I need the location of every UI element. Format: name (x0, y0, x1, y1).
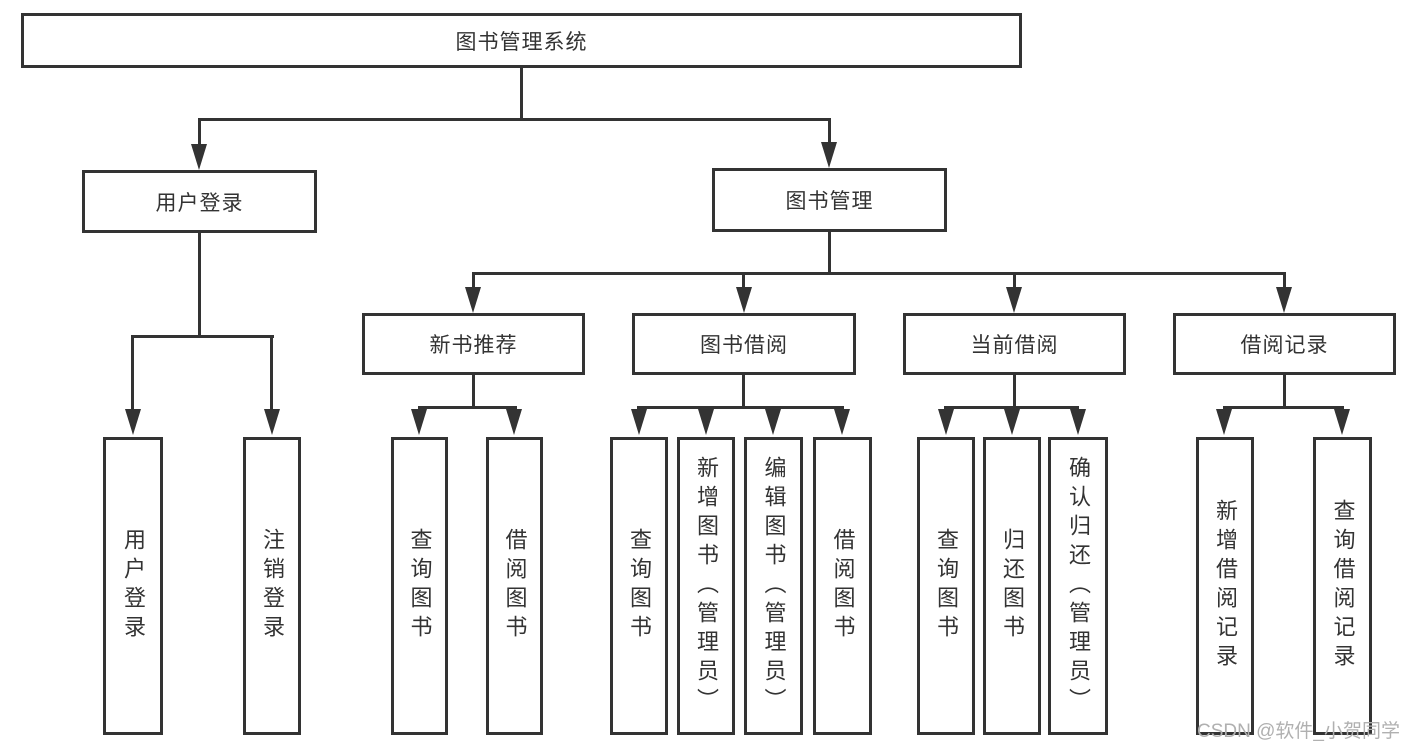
leaf-logout-label: 注销登录 (260, 528, 285, 644)
node-user-login: 用户登录 (82, 170, 317, 233)
leaf-cb-confirm-return-admin-label: 确认归还（管理员） (1066, 455, 1091, 717)
arrow-down-icon (191, 144, 207, 170)
arrow-down-icon (264, 409, 280, 435)
connector-line (198, 118, 201, 146)
connector-line (472, 272, 475, 289)
leaf-bb-edit-books-admin: 编辑图书（管理员） (744, 437, 803, 735)
node-new-book-recommend: 新书推荐 (362, 313, 585, 375)
connector-line (472, 375, 475, 409)
arrow-down-icon (765, 409, 781, 435)
leaf-cb-confirm-return-admin: 确认归还（管理员） (1048, 437, 1108, 735)
leaf-nb-borrow-books-label: 借阅图书 (502, 528, 528, 644)
connector-line (742, 375, 745, 409)
connector-line (742, 272, 745, 289)
leaf-bb-query-books: 查询图书 (610, 437, 668, 735)
node-user-login-label: 用户登录 (155, 191, 244, 215)
leaf-nb-borrow-books: 借阅图书 (486, 437, 543, 735)
connector-line (520, 67, 523, 121)
arrow-down-icon (736, 287, 752, 313)
leaf-nb-query-books: 查询图书 (391, 437, 448, 735)
arrow-down-icon (465, 287, 481, 313)
leaf-cb-return-books: 归还图书 (983, 437, 1041, 735)
connector-line (828, 232, 831, 275)
leaf-nb-query-books-label: 查询图书 (407, 528, 433, 644)
node-library-system-label: 图书管理系统 (455, 30, 588, 54)
connector-line (1283, 375, 1286, 409)
leaf-user-login-label: 用户登录 (121, 528, 146, 644)
arrow-down-icon (1276, 287, 1292, 313)
watermark: CSDN @软件_小贺同学 (1197, 721, 1400, 742)
node-current-borrow: 当前借阅 (903, 313, 1126, 375)
arrow-down-icon (1070, 409, 1086, 435)
node-book-management-label: 图书管理 (785, 190, 874, 213)
leaf-cb-query-books-label: 查询图书 (934, 528, 959, 644)
node-book-borrow: 图书借阅 (632, 313, 856, 375)
arrow-down-icon (834, 409, 850, 435)
leaf-br-query-record: 查询借阅记录 (1313, 437, 1372, 735)
arrow-down-icon (821, 142, 837, 168)
leaf-br-add-record: 新增借阅记录 (1196, 437, 1254, 735)
arrow-down-icon (631, 409, 647, 435)
leaf-bb-borrow-books: 借阅图书 (813, 437, 872, 735)
node-borrow-records: 借阅记录 (1173, 313, 1396, 375)
leaf-bb-edit-books-admin-label: 编辑图书（管理员） (761, 455, 787, 717)
connector-line (1223, 406, 1344, 409)
connector-line (1013, 272, 1016, 289)
arrow-down-icon (506, 409, 522, 435)
connector-line (472, 272, 1286, 275)
arrow-down-icon (1216, 409, 1232, 435)
connector-line (637, 406, 844, 409)
node-book-management: 图书管理 (712, 168, 947, 232)
arrow-down-icon (1334, 409, 1350, 435)
leaf-logout: 注销登录 (243, 437, 301, 735)
connector-line (1013, 375, 1016, 409)
connector-line (131, 335, 274, 338)
leaf-br-add-record-label: 新增借阅记录 (1213, 499, 1238, 673)
connector-line (131, 335, 134, 411)
node-library-system: 图书管理系统 (21, 13, 1022, 68)
node-borrow-records-label: 借阅记录 (1240, 334, 1329, 357)
arrow-down-icon (698, 409, 714, 435)
connector-line (198, 118, 831, 121)
leaf-bb-borrow-books-label: 借阅图书 (830, 528, 856, 644)
node-new-book-recommend-label: 新书推荐 (429, 334, 518, 357)
leaf-cb-query-books: 查询图书 (917, 437, 975, 735)
connector-line (828, 118, 831, 145)
leaf-bb-add-books-admin-label: 新增图书（管理员） (694, 455, 719, 717)
leaf-user-login: 用户登录 (103, 437, 163, 735)
connector-line (1283, 272, 1286, 289)
arrow-down-icon (1004, 409, 1020, 435)
leaf-bb-query-books-label: 查询图书 (627, 528, 652, 644)
arrow-down-icon (938, 409, 954, 435)
node-book-borrow-label: 图书借阅 (700, 334, 788, 357)
leaf-br-query-record-label: 查询借阅记录 (1330, 499, 1356, 673)
connector-line (270, 335, 273, 411)
node-current-borrow-label: 当前借阅 (970, 334, 1059, 357)
leaf-cb-return-books-label: 归还图书 (1000, 528, 1025, 644)
arrow-down-icon (411, 409, 427, 435)
connector-line (198, 233, 201, 338)
arrow-down-icon (125, 409, 141, 435)
leaf-bb-add-books-admin: 新增图书（管理员） (677, 437, 735, 735)
arrow-down-icon (1006, 287, 1022, 313)
connector-line (418, 406, 517, 409)
